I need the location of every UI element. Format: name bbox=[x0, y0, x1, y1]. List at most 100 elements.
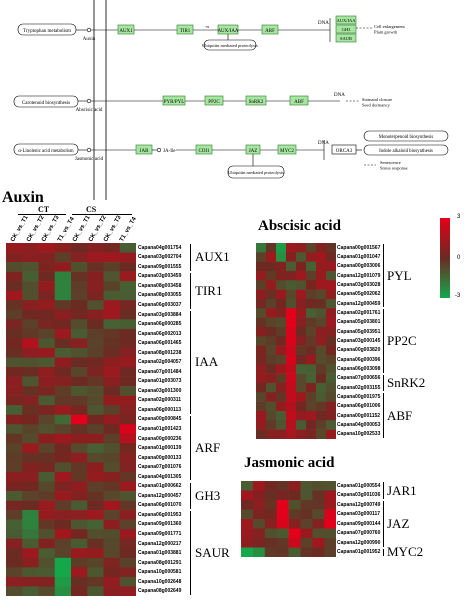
pathway-gene: PP2C bbox=[208, 100, 220, 105]
heatmap-cell bbox=[252, 509, 266, 520]
ja-heatmap bbox=[241, 481, 336, 557]
heatmap-cell bbox=[119, 519, 136, 530]
heatmap-cell bbox=[103, 471, 121, 482]
heatmap-cell bbox=[71, 557, 88, 568]
heatmap-cell bbox=[296, 243, 307, 253]
heatmap-cell bbox=[87, 433, 104, 444]
heatmap-cell bbox=[326, 429, 336, 439]
heatmap-cell bbox=[296, 401, 307, 412]
heatmap-cell bbox=[6, 586, 23, 596]
gene-id-label: Capana06g002013 bbox=[138, 330, 182, 337]
heatmap-cell bbox=[87, 328, 104, 339]
heatmap-cell bbox=[326, 401, 336, 412]
heatmap-cell bbox=[87, 309, 104, 320]
heatmap-cell bbox=[71, 243, 88, 253]
pathway-source: Carotenoid biosynthesis bbox=[22, 101, 70, 106]
heatmap-cell bbox=[276, 243, 287, 253]
heatmap-cell bbox=[54, 290, 72, 301]
heatmap-cell bbox=[6, 414, 23, 425]
pathway-gene: MYC2 bbox=[280, 149, 294, 154]
heatmap-cell bbox=[256, 354, 267, 365]
heatmap-cell bbox=[103, 557, 121, 568]
pathway-outcome: Indole alkaloid biosynthesis bbox=[379, 149, 433, 154]
heatmap-cell bbox=[87, 567, 104, 578]
heatmap-cell bbox=[6, 462, 23, 473]
heatmap-cell bbox=[296, 317, 307, 328]
heatmap-cell bbox=[38, 529, 56, 540]
heatmap-cell bbox=[306, 429, 317, 439]
heatmap-cell bbox=[264, 481, 277, 491]
heatmap-cell bbox=[38, 414, 56, 425]
heatmap-cell bbox=[276, 519, 289, 529]
heatmap-cell bbox=[71, 262, 88, 272]
heatmap-cell bbox=[103, 433, 121, 444]
heatmap-cell bbox=[6, 376, 23, 387]
heatmap-cell bbox=[286, 401, 297, 412]
heatmap-cell bbox=[6, 290, 23, 301]
heatmap-cell bbox=[316, 354, 327, 365]
heatmap-cell bbox=[119, 548, 136, 559]
gene-id-label: Capana09g000144 bbox=[337, 520, 381, 527]
heatmap-cell bbox=[306, 243, 317, 253]
heatmap-cell bbox=[38, 262, 56, 272]
gene-id-label: Capana12g001079 bbox=[337, 272, 381, 279]
heatmap-cell bbox=[276, 364, 287, 374]
heatmap-cell bbox=[38, 243, 56, 253]
heatmap-cell bbox=[6, 300, 23, 311]
heatmap-cell bbox=[286, 261, 297, 272]
heatmap-cell bbox=[38, 357, 56, 368]
heatmap-cell bbox=[252, 547, 266, 557]
heatmap-cell bbox=[241, 481, 254, 491]
heatmap-cell bbox=[54, 471, 72, 482]
heatmap-cell bbox=[103, 347, 121, 358]
pathway-target-gene: SAUR bbox=[340, 36, 352, 41]
heatmap-cell bbox=[71, 443, 88, 454]
heatmap-cell bbox=[241, 490, 254, 501]
heatmap-cell bbox=[316, 382, 327, 393]
heatmap-cell bbox=[306, 270, 317, 281]
gene-id-label: Capana03g000145 bbox=[337, 337, 381, 344]
ja-title: Jasmonic acid bbox=[244, 455, 335, 471]
heatmap-cell bbox=[22, 567, 39, 578]
heatmap-cell bbox=[256, 252, 267, 262]
pathway-compound: Jasmonic acid bbox=[75, 157, 104, 162]
heatmap-cell bbox=[103, 548, 121, 559]
heatmap-cell bbox=[38, 395, 56, 406]
pathway-gene: PYR/PYL bbox=[164, 100, 185, 105]
heatmap-cell bbox=[71, 491, 88, 501]
heatmap-cell bbox=[266, 308, 277, 318]
pathway-gene: AUX1 bbox=[119, 29, 133, 34]
gene-id-label: Capana01g001952 bbox=[337, 549, 381, 556]
heatmap-cell bbox=[312, 509, 325, 520]
heatmap-cell bbox=[241, 547, 254, 557]
heatmap-cell bbox=[71, 319, 88, 330]
heatmap-cell bbox=[256, 326, 267, 337]
heatmap-cell bbox=[38, 347, 56, 358]
heatmap-cell bbox=[71, 500, 88, 511]
heatmap-cell bbox=[54, 300, 72, 311]
heatmap-cell bbox=[22, 548, 39, 559]
heatmap-cell bbox=[296, 382, 307, 393]
heatmap-cell bbox=[22, 357, 39, 368]
pathway-target-gene: AUX/IAA bbox=[337, 18, 357, 23]
heatmap-cell bbox=[256, 243, 267, 253]
heatmap-cell bbox=[296, 373, 307, 384]
heatmap-cell bbox=[306, 308, 317, 318]
legend-mid: 0 bbox=[457, 255, 461, 261]
pathway-gene: JAR bbox=[140, 149, 150, 154]
heatmap-cell bbox=[54, 405, 72, 416]
heatmap-cell bbox=[38, 328, 56, 339]
heatmap-cell bbox=[103, 271, 121, 282]
gene-id-label: Capana02g004057 bbox=[138, 359, 182, 366]
heatmap-cell bbox=[119, 300, 136, 311]
heatmap-cell bbox=[71, 271, 88, 282]
heatmap-cell bbox=[103, 481, 121, 492]
heatmap-cell bbox=[6, 252, 23, 263]
heatmap-cell bbox=[286, 270, 297, 281]
heatmap-cell bbox=[326, 261, 336, 272]
heatmap-cell bbox=[71, 481, 88, 492]
gene-id-label: Capana03g003459 bbox=[138, 273, 182, 280]
heatmap-cell bbox=[87, 290, 104, 301]
heatmap-cell bbox=[264, 519, 277, 529]
heatmap-cell bbox=[38, 376, 56, 387]
